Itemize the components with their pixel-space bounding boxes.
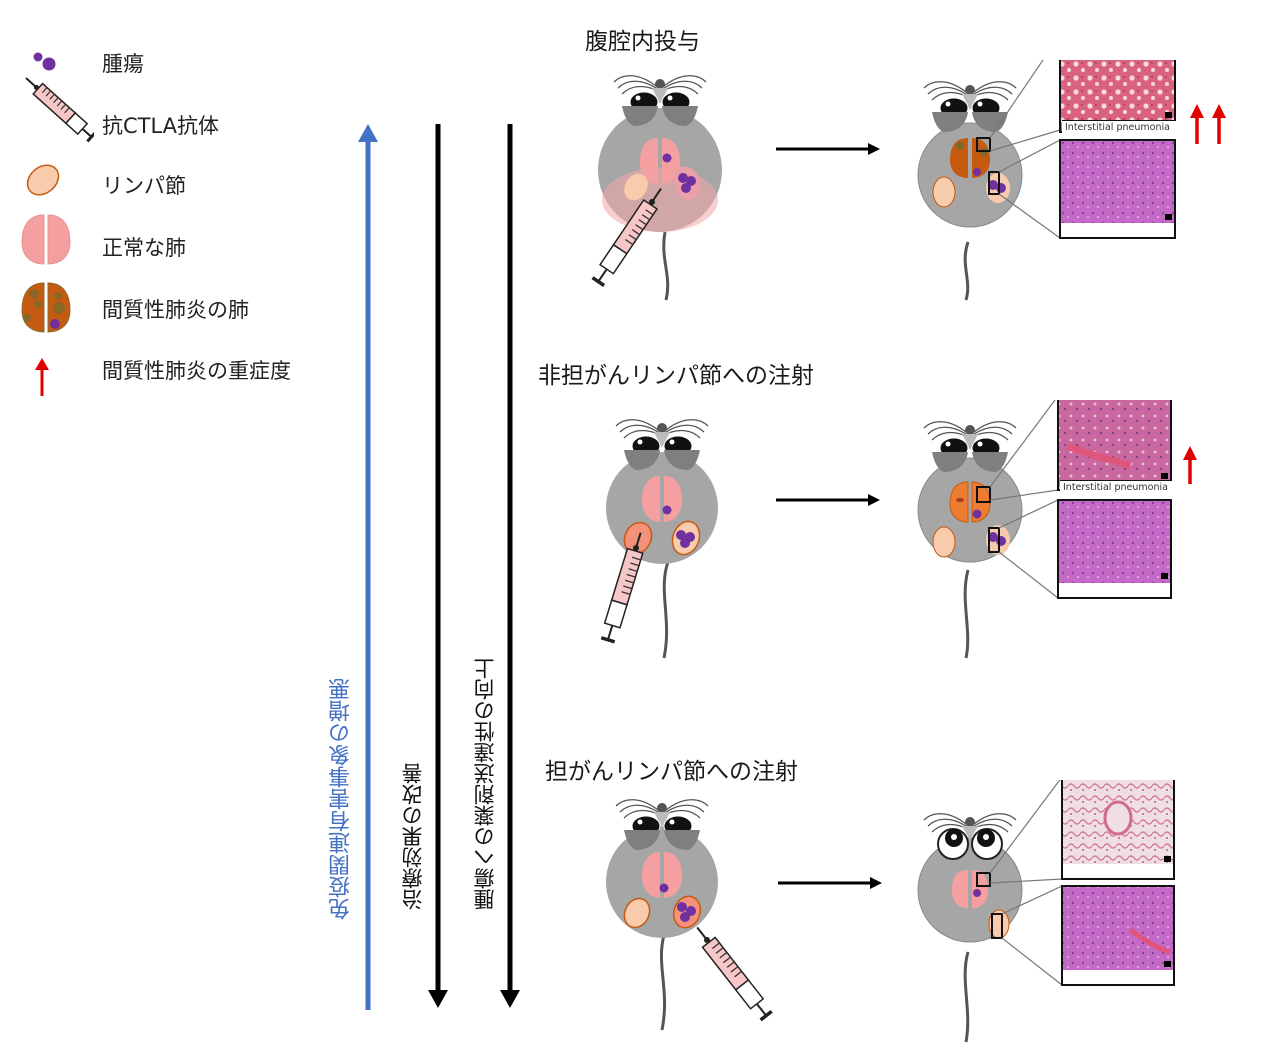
row3-title: 担がんリンパ節への注射 xyxy=(545,759,798,785)
normal-lung-icon xyxy=(21,214,71,265)
adverse-events-arrow xyxy=(358,124,378,1010)
row3-diagram xyxy=(606,780,1175,1043)
red-up-arrow-icon xyxy=(1183,446,1197,484)
row3-micrograph-lung xyxy=(1061,780,1175,880)
drug-delivery-arrow xyxy=(500,124,520,1008)
legend-label-tumor: 腫瘍 xyxy=(102,52,144,76)
row1-mouse-before xyxy=(589,76,722,301)
red-up-arrow-icon xyxy=(35,358,49,396)
row2-connectors xyxy=(989,400,1059,599)
row1-severity-arrows xyxy=(1190,104,1226,144)
row3-mouse-before xyxy=(606,800,775,1031)
row1-micrograph-node xyxy=(1059,139,1176,239)
row1-connectors xyxy=(989,60,1061,239)
axes-arrows xyxy=(358,124,520,1010)
row2-micrograph-node xyxy=(1057,499,1172,599)
row2-mouse-after xyxy=(917,422,1023,659)
row3-micrograph-node xyxy=(1061,885,1175,986)
row1-process-arrow xyxy=(776,143,880,155)
row3-process-arrow xyxy=(778,877,882,889)
row3-connectors xyxy=(989,780,1063,986)
legend-label-antibody: 抗CTLA抗体 xyxy=(102,114,220,138)
row3-mouse-after xyxy=(917,814,1023,1043)
syringe-icon xyxy=(25,77,94,143)
row1-micrograph-caption: Interstitial pneumonia xyxy=(1062,120,1176,135)
row1-mouse-after xyxy=(917,82,1023,301)
therapeutic-effect-label: 治療効果の改善 xyxy=(401,763,425,910)
lymph-node-icon xyxy=(26,164,60,196)
tumor-icon xyxy=(33,52,56,71)
legend-label-normal-lung: 正常な肺 xyxy=(102,236,186,260)
legend-label-pneumonia-lung: 間質性肺炎の肺 xyxy=(102,298,249,322)
row2-micrograph-caption: Interstitial pneumonia xyxy=(1060,480,1172,495)
row1-diagram xyxy=(589,60,1226,301)
pneumonia-lung-icon xyxy=(21,282,71,333)
row2-severity-arrows xyxy=(1183,446,1197,484)
legend-label-lymph-node: リンパ節 xyxy=(102,174,186,198)
row2-diagram xyxy=(598,400,1197,659)
row2-micrograph-lung xyxy=(1057,400,1172,491)
row2-title: 非担がんリンパ節への注射 xyxy=(538,363,814,389)
adverse-events-label: 免疫関連有害事象の増悪 xyxy=(329,678,354,920)
red-up-arrow-icon xyxy=(1190,104,1204,144)
red-up-arrow-icon xyxy=(1212,104,1226,144)
legend: 腫瘍 抗CTLA抗体 リンパ節 正常な肺 xyxy=(0,0,340,410)
legend-label-severity: 間質性肺炎の重症度 xyxy=(102,359,291,383)
therapeutic-effect-arrow xyxy=(428,124,448,1008)
row2-mouse-before xyxy=(598,420,718,659)
row2-process-arrow xyxy=(776,494,880,506)
row1-title: 腹腔内投与 xyxy=(585,29,700,55)
drug-delivery-label: 腫瘍への薬剤送達性の向上 xyxy=(473,658,497,910)
